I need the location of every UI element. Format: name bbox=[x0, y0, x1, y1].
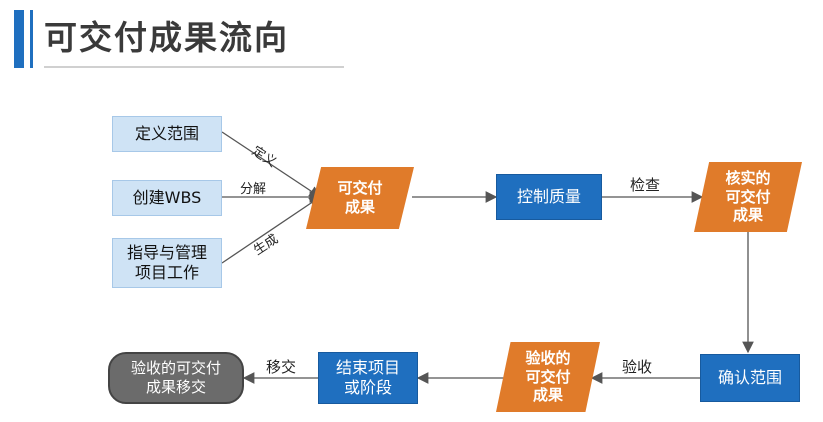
arrow-generate bbox=[221, 196, 322, 264]
node-verified-deliverables: 核实的 可交付 成果 bbox=[694, 162, 802, 232]
arrow-define bbox=[221, 131, 322, 198]
title-accent-bar bbox=[14, 10, 24, 68]
edge-label-decompose: 分解 bbox=[240, 182, 267, 197]
node-validate-scope: 确认范围 bbox=[700, 354, 800, 402]
title-accent-line bbox=[30, 10, 33, 68]
node-define-scope: 定义范围 bbox=[112, 116, 222, 152]
edge-label-inspect: 检查 bbox=[630, 176, 661, 194]
page-title: 可交付成果流向 bbox=[44, 18, 289, 57]
node-close-project: 结束项目 或阶段 bbox=[318, 352, 418, 404]
edge-label-transfer: 移交 bbox=[266, 358, 297, 376]
node-create-wbs: 创建WBS bbox=[112, 180, 222, 216]
node-final-transition: 验收的可交付 成果移交 bbox=[108, 352, 244, 404]
node-accepted-deliverables: 验收的 可交付 成果 bbox=[496, 342, 600, 412]
title-underline bbox=[44, 66, 344, 68]
node-direct-manage-work: 指导与管理 项目工作 bbox=[112, 238, 222, 288]
node-deliverables: 可交付 成果 bbox=[306, 167, 414, 229]
edge-label-accept: 验收 bbox=[622, 358, 653, 376]
node-control-quality: 控制质量 bbox=[496, 174, 602, 220]
